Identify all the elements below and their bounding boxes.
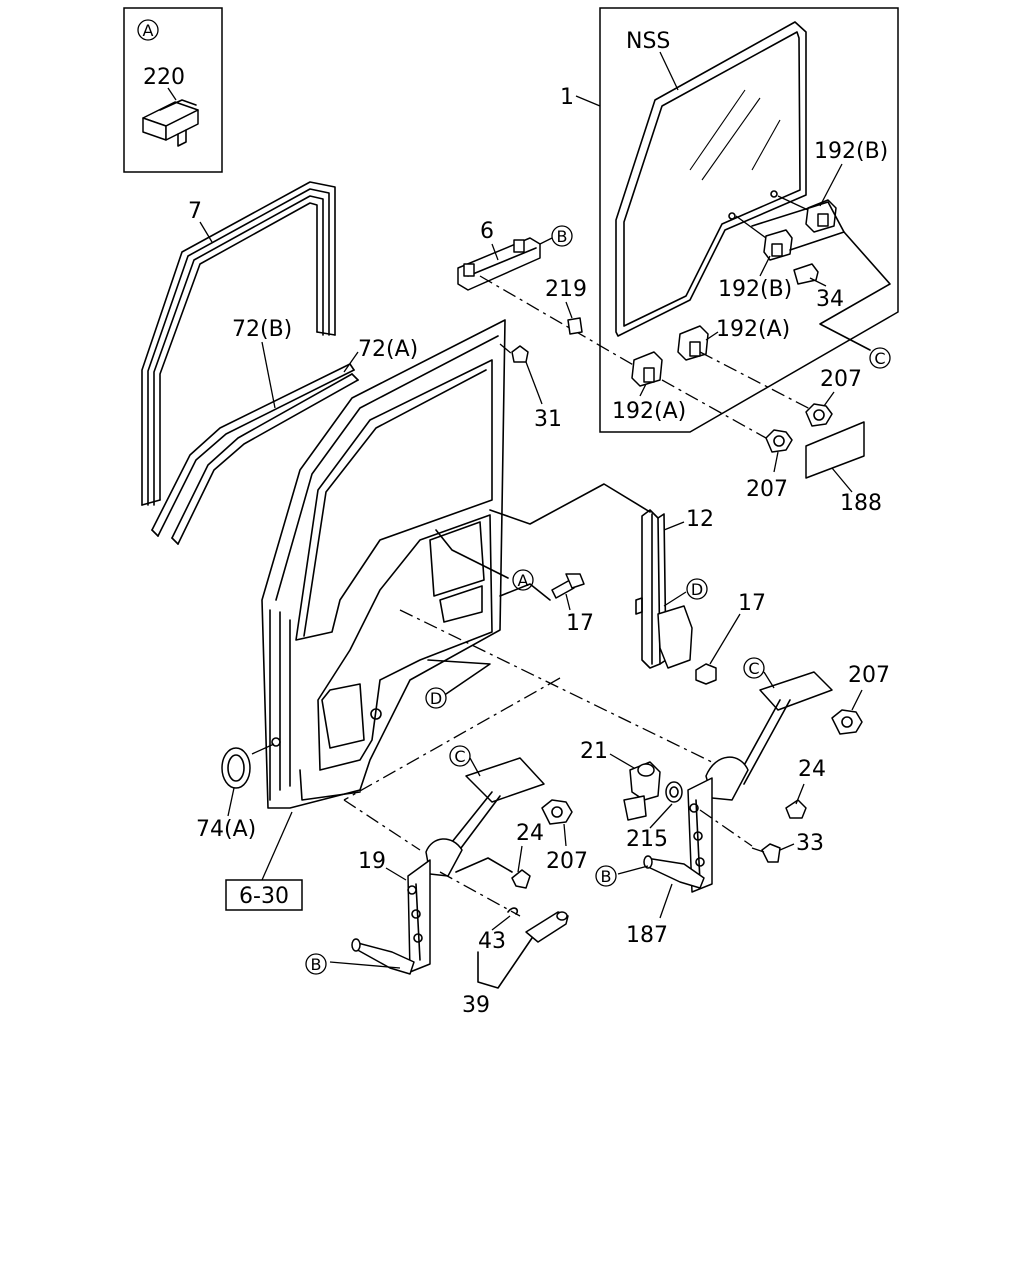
part-33-screw: 33	[699, 809, 824, 863]
callout-a-inset-label: A	[143, 21, 154, 40]
callout-c-left-label: C	[454, 747, 465, 766]
label-24-left: 24	[516, 821, 544, 846]
label-24-right: 24	[798, 757, 826, 782]
label-12: 12	[686, 507, 714, 532]
label-6: 6	[480, 219, 494, 244]
label-72b: 72(B)	[232, 317, 292, 342]
part-207-bolt-a: 207	[805, 367, 862, 427]
part-17-bolt-door: 17	[551, 573, 594, 636]
part-1-glass	[615, 21, 807, 337]
callout-d-door-label: D	[430, 689, 442, 708]
label-1: 1	[560, 85, 574, 110]
part-74a-grommet: 74(A)	[196, 743, 275, 842]
part-192a-clip-lower	[631, 351, 663, 387]
part-39-handle: 43 39	[439, 871, 569, 1018]
callout-c-right-label: C	[874, 349, 885, 368]
door-panel	[261, 319, 506, 809]
label-192a-lower: 192(A)	[612, 399, 686, 424]
part-6-guide: 6 B	[457, 219, 643, 371]
callout-c-right	[869, 347, 891, 369]
label-207-d: 207	[848, 663, 890, 688]
label-7: 7	[188, 199, 202, 224]
part-31-bumper: 31	[499, 343, 562, 432]
callout-b-right	[595, 865, 617, 887]
callout-a-inset	[137, 19, 159, 41]
door-callout-a: A	[435, 529, 551, 601]
part-219-clip: 219	[545, 277, 587, 335]
label-215: 215	[626, 827, 668, 852]
part-12-channel: 12 D	[635, 507, 714, 669]
part-188-label: 188	[805, 421, 882, 516]
inset-a: A 220	[123, 7, 223, 173]
label-74a: 74(A)	[196, 817, 256, 842]
callout-b-right-label: B	[601, 867, 612, 886]
label-17-channel: 17	[738, 591, 766, 616]
label-39: 39	[462, 993, 490, 1018]
label-207-b: 207	[746, 477, 788, 502]
callout-c-left	[449, 745, 471, 767]
callout-b-top	[551, 225, 573, 247]
label-43: 43	[478, 929, 506, 954]
callout-a-door-label: A	[518, 571, 529, 590]
label-219: 219	[545, 277, 587, 302]
part-72-channels: 72(B) 72(A)	[151, 317, 418, 545]
part-7-weatherstrip: 7	[141, 181, 336, 506]
label-188: 188	[840, 491, 882, 516]
part-187-regulator: C B 187	[595, 657, 833, 948]
callout-b-left	[305, 953, 327, 975]
part-192b-clip-upper	[805, 199, 837, 233]
label-nss: NSS	[626, 29, 670, 54]
callout-b-top-label: B	[557, 227, 568, 246]
label-207-a: 207	[820, 367, 862, 392]
label-207-c: 207	[546, 849, 588, 874]
part-19-regulator: C 19 B	[305, 745, 545, 975]
label-220: 220	[143, 65, 185, 90]
part-220-clip	[142, 99, 199, 147]
label-31: 31	[534, 407, 562, 432]
part-21-motor: 21	[580, 739, 661, 821]
callout-d-door	[425, 687, 447, 709]
glass-group: 1 NSS 192(B) 192(B) 34	[560, 7, 899, 433]
part-19-label-plate	[465, 757, 545, 803]
part-192a-clip-upper	[677, 325, 709, 361]
part-207-bolt-b: 207	[746, 429, 793, 502]
part-215-washer: 215	[626, 781, 683, 852]
label-6-30: 6-30	[239, 884, 289, 909]
label-34: 34	[816, 287, 844, 312]
part-17-bolt-channel: 17	[695, 591, 766, 685]
label-187: 187	[626, 923, 668, 948]
callout-c-reg	[743, 657, 765, 679]
part-207-bolt-d: 207	[831, 663, 890, 735]
part-187-label-plate	[759, 671, 833, 711]
part-34-stopper	[793, 263, 819, 285]
callout-c-reg-label: C	[748, 659, 759, 678]
label-33: 33	[796, 831, 824, 856]
label-192b-upper: 192(B)	[814, 139, 888, 164]
label-72a: 72(A)	[358, 337, 418, 362]
part-24-bolt-left: 24	[455, 821, 544, 889]
part-207-bolt-c: 207	[541, 799, 588, 874]
callout-d-reg	[686, 578, 708, 600]
label-192a-upper: 192(A)	[716, 317, 790, 342]
label-19: 19	[358, 849, 386, 874]
callout-d-reg-label: D	[691, 580, 703, 599]
part-192b-clip-lower	[763, 229, 793, 261]
label-192b-lower: 192(B)	[718, 277, 792, 302]
callout-b-left-label: B	[311, 955, 322, 974]
door-callout-d: D	[425, 659, 491, 709]
part-24-bolt-right: 24	[785, 757, 826, 819]
label-17-door: 17	[566, 611, 594, 636]
reference-6-30: 6-30	[225, 811, 303, 911]
label-21: 21	[580, 739, 608, 764]
